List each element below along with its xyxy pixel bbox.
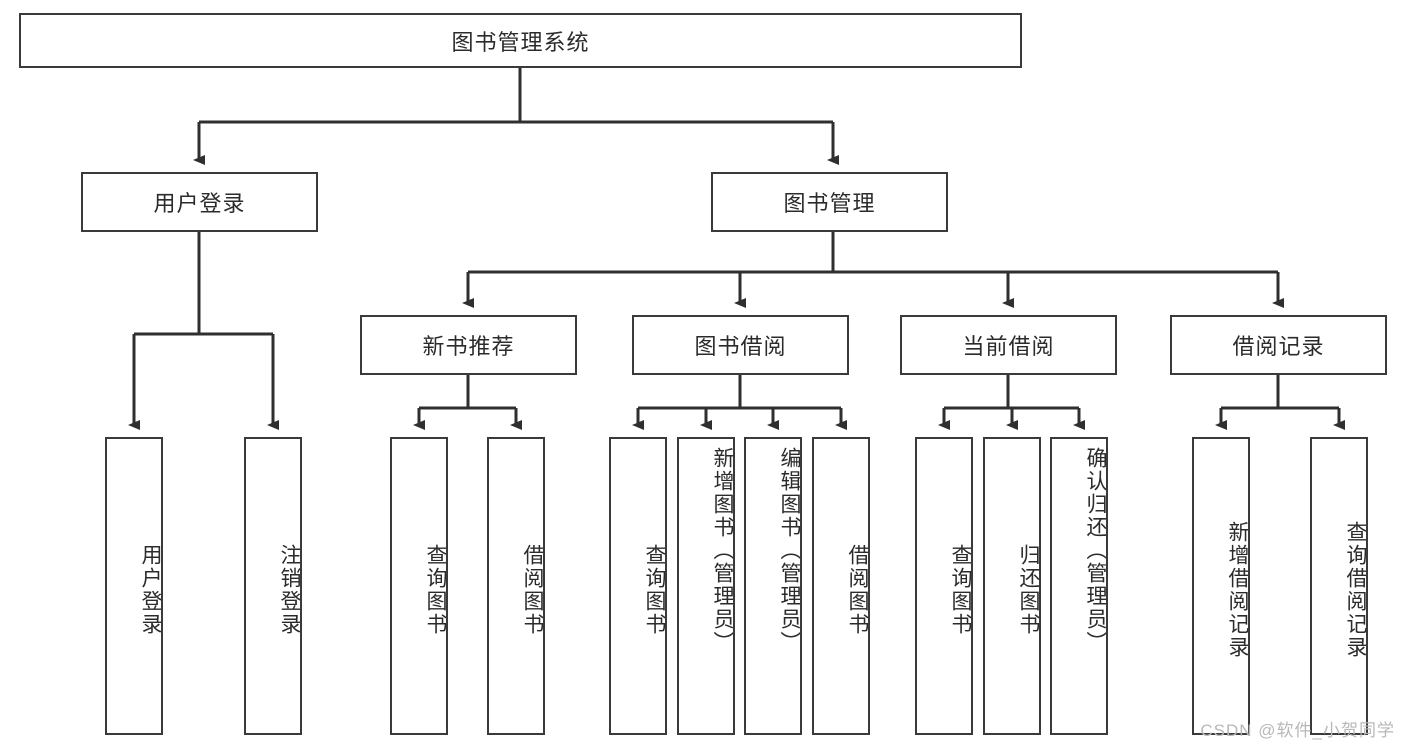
leaf-user-login-login[interactable]: 用户登录: [105, 437, 163, 735]
node-root-system[interactable]: 图书管理系统: [19, 13, 1022, 68]
csdn-watermark: CSDN @软件_小贺同学: [1200, 721, 1395, 740]
leaf-current-borrow-confirm-return-admin[interactable]: 确认归还（管理员）: [1050, 437, 1108, 735]
leaf-book-borrow-edit-book-admin[interactable]: 编辑图书（管理员）: [744, 437, 802, 735]
node-book-borrow[interactable]: 图书借阅: [632, 315, 849, 375]
node-new-book-recommend[interactable]: 新书推荐: [360, 315, 577, 375]
leaf-current-borrow-return-book[interactable]: 归还图书: [983, 437, 1041, 735]
leaf-book-borrow-query-book[interactable]: 查询图书: [609, 437, 667, 735]
node-borrow-record[interactable]: 借阅记录: [1170, 315, 1387, 375]
leaf-user-login-logout[interactable]: 注销登录: [244, 437, 302, 735]
node-book-management[interactable]: 图书管理: [711, 172, 948, 232]
leaf-new-book-query-book[interactable]: 查询图书: [390, 437, 448, 735]
node-current-borrow[interactable]: 当前借阅: [900, 315, 1117, 375]
leaf-new-book-borrow-book[interactable]: 借阅图书: [487, 437, 545, 735]
leaf-book-borrow-borrow-book[interactable]: 借阅图书: [812, 437, 870, 735]
leaf-borrow-record-query-record[interactable]: 查询借阅记录: [1310, 437, 1368, 735]
node-user-login[interactable]: 用户登录: [81, 172, 318, 232]
leaf-borrow-record-add-record[interactable]: 新增借阅记录: [1192, 437, 1250, 735]
leaf-current-borrow-query-book[interactable]: 查询图书: [915, 437, 973, 735]
leaf-book-borrow-add-book-admin[interactable]: 新增图书（管理员）: [677, 437, 735, 735]
